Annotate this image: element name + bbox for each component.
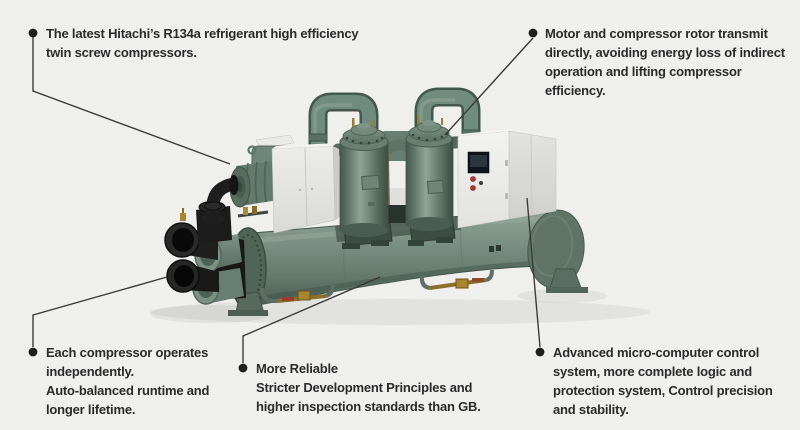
callout-dot-top-right [528,28,538,38]
callout-microcomputer-control: Advanced micro-computer control system, … [553,343,773,419]
callout-line: More Reliable [256,361,338,376]
panel-button-red [470,185,476,191]
callout-dots [28,28,545,373]
control-panel [457,129,557,229]
callout-line: independently. [46,364,134,379]
callout-dot-bottom-right [535,347,545,357]
callout-line: Auto-balanced runtime and [46,383,210,398]
panel-button-red [470,176,476,182]
callout-twin-screw-compressors: The latest Hitachi’s R134a refrigerant h… [46,24,359,62]
callout-dot-bottom-left [28,347,38,357]
mounting-feet [228,268,588,316]
callout-line: twin screw compressors. [46,45,197,60]
callout-independent-compressors: Each compressor operates independently. … [46,343,209,419]
callout-direct-drive-motor: Motor and compressor rotor transmit dire… [545,24,785,100]
drain-piping [260,269,494,303]
leader-line-bottom-right [526,197,541,348]
callout-line: Stricter Development Principles and [256,380,473,395]
callout-line: efficiency. [545,83,606,98]
callout-line: operation and lifting compressor [545,64,742,79]
water-connection-assembly [164,201,246,305]
callout-line: system, more complete logic and [553,364,752,379]
leader-lines [32,37,541,363]
callout-line: Advanced micro-computer control [553,345,760,360]
leader-line-top-right [444,37,534,136]
leader-line-bottom-left [32,276,168,347]
callout-dot-bottom-middle [238,363,248,373]
oil-separator-right [405,115,456,246]
callout-reliability: More Reliable Stricter Development Princ… [256,359,481,416]
callout-line: The latest Hitachi’s R134a refrigerant h… [46,26,359,41]
leader-line-bottom-middle [242,276,381,363]
callout-line: Motor and compressor rotor transmit [545,26,768,41]
callout-line: and stability. [553,402,629,417]
callout-line: longer lifetime. [46,402,136,417]
callout-line: Each compressor operates [46,345,209,360]
oil-separator-left [339,118,393,249]
leader-line-top-left [32,37,231,165]
callout-line: higher inspection standards than GB. [256,399,481,414]
callout-line: protection system, Control precision [553,383,773,398]
electrical-box [271,143,341,234]
callout-line: directly, avoiding energy loss of indire… [545,45,785,60]
callout-dot-top-left [28,28,38,38]
